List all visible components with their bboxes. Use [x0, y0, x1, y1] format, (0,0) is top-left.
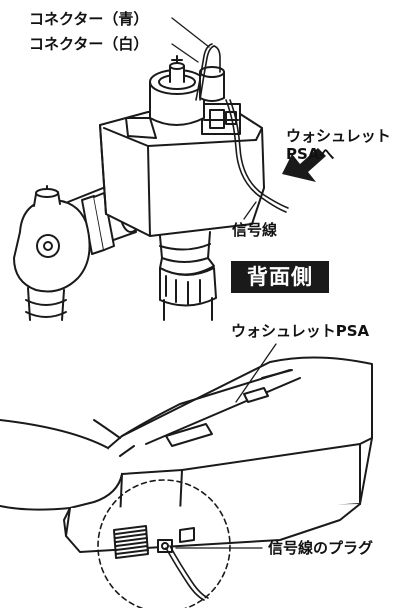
back-side-badge: 背面側 [231, 261, 329, 293]
signal-wire-plug-label: 信号線のプラグ [268, 539, 374, 557]
washlet-psa-label: ウォシュレットPSA [231, 322, 370, 340]
bottom-leader-lines [175, 343, 277, 549]
connector-white-label: コネクター（白） [29, 35, 149, 53]
zoom-circle [97, 479, 231, 608]
top-leader-lines [171, 17, 257, 220]
washlet-label-line2: PSAへ [286, 145, 335, 163]
direction-arrow [282, 148, 326, 182]
connector-blue-label: コネクター（青） [29, 10, 149, 28]
signal-wire-label: 信号線 [232, 221, 278, 239]
valve-unit [13, 55, 265, 321]
washlet-label-line1: ウォシュレット [286, 127, 391, 145]
connector-wires [195, 43, 289, 213]
washlet-psa-unit [0, 356, 373, 601]
